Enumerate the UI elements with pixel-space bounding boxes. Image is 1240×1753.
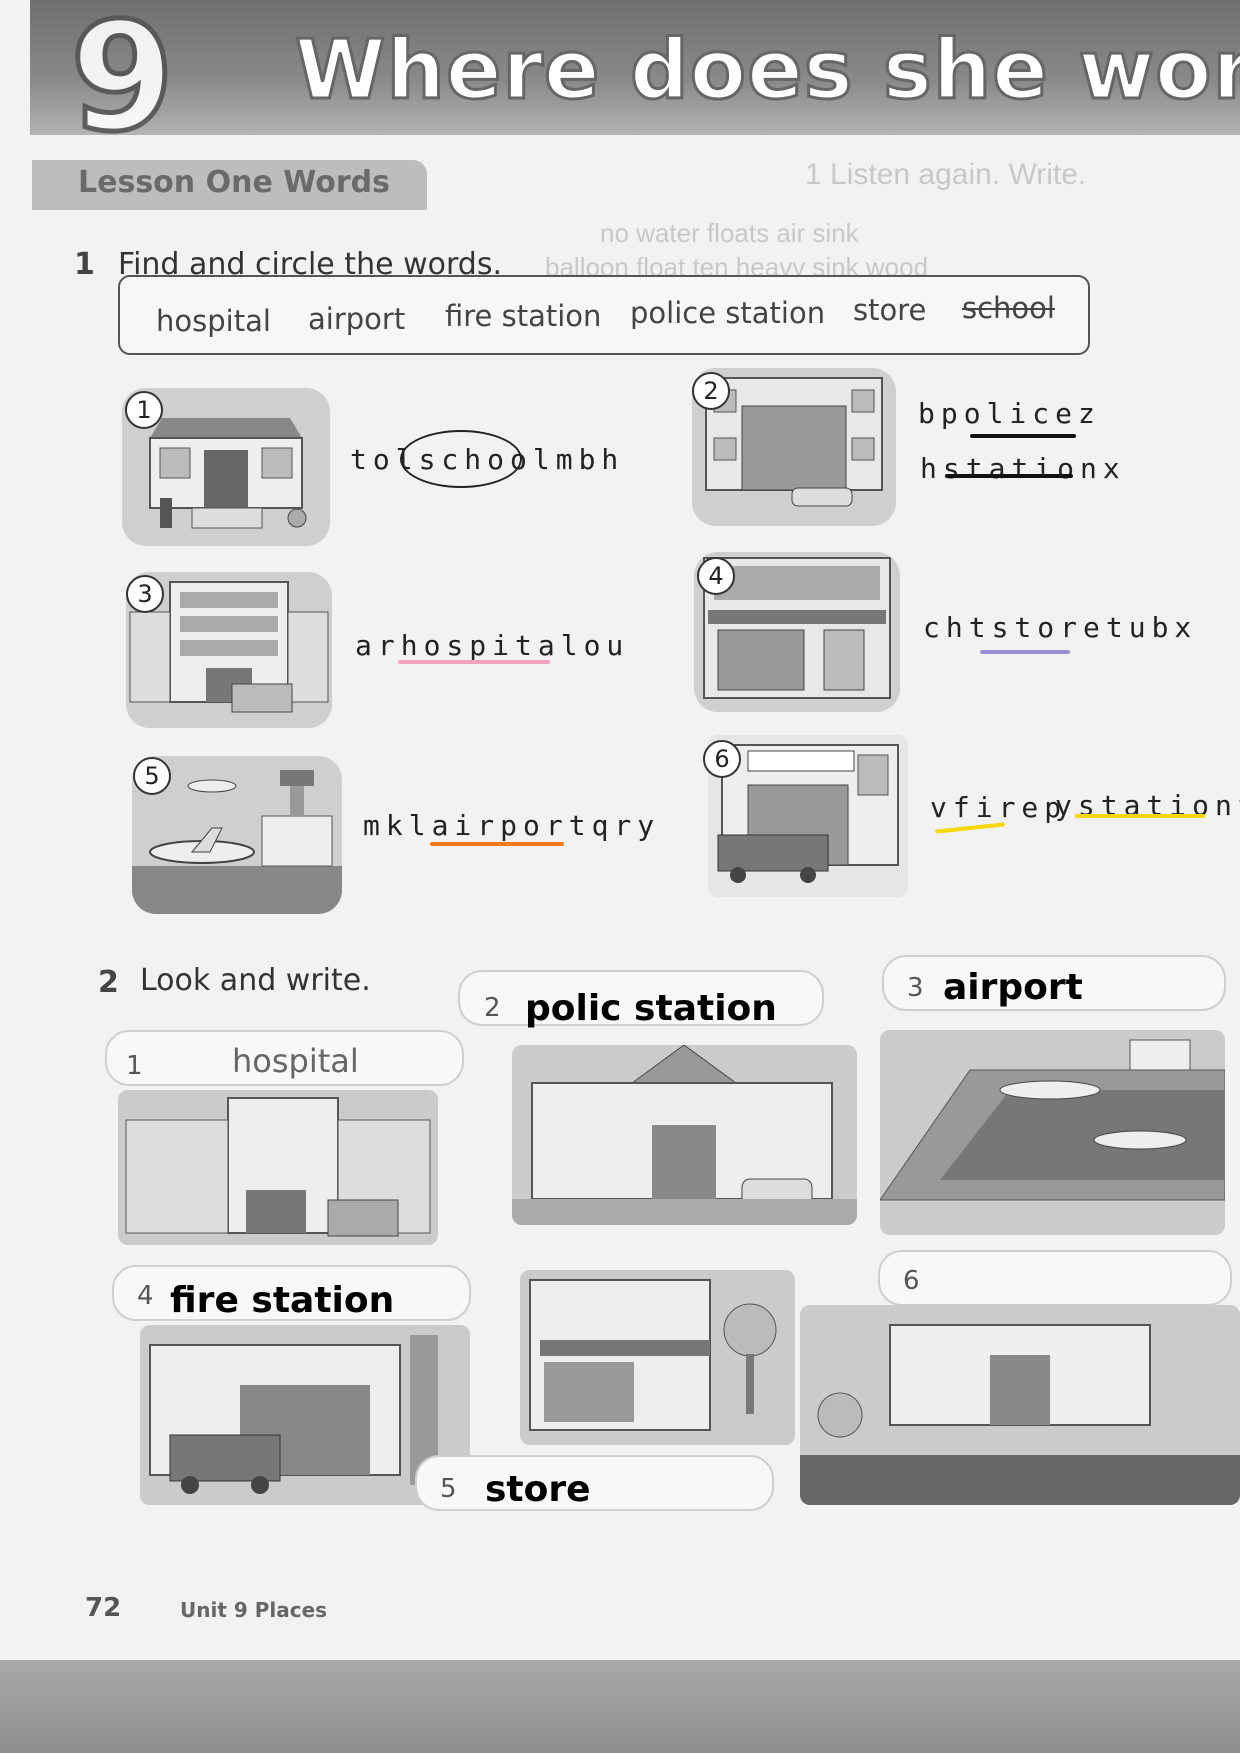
scene-police-station-illustration [512, 1045, 857, 1225]
answer-4-text[interactable]: fire station [170, 1280, 395, 1321]
word-airport: airport [308, 302, 406, 336]
underline-hospital [398, 660, 550, 664]
answer-1-number: 1 [126, 1051, 143, 1081]
answer-2-box [458, 970, 824, 1026]
underline-police [970, 434, 1076, 438]
word-police-station: police station [630, 296, 826, 330]
scan-bottom-edge [0, 1660, 1240, 1753]
item-6-badge: 6 [703, 740, 741, 778]
store-illustration [694, 552, 900, 712]
scene-airport-illustration [880, 1030, 1225, 1235]
fire-station-picture [708, 735, 908, 897]
answer-2-text[interactable]: polic station [525, 988, 777, 1029]
puzzle-5: mklairportqry [363, 809, 661, 842]
puzzle-4: chtstoretubx [923, 611, 1198, 644]
word-school: school [962, 291, 1055, 325]
answer-3-text[interactable]: airport [943, 967, 1083, 1008]
answer-5-number: 5 [440, 1474, 457, 1504]
scene-hospital [118, 1090, 438, 1245]
item-1-badge: 1 [125, 391, 163, 429]
title-banner [30, 0, 1240, 135]
answer-3-number: 3 [907, 973, 924, 1003]
answer-6-number: 6 [903, 1266, 920, 1296]
puzzle-3: arhospitalou [355, 629, 630, 662]
puzzle-2-line-1: bpolicez [918, 397, 1101, 430]
underline-fire [934, 822, 1006, 834]
underline-station [945, 474, 1073, 478]
answer-1-text: hospital [232, 1042, 359, 1080]
answer-5-text[interactable]: store [485, 1469, 591, 1510]
exercise-2-instruction: Look and write. [140, 963, 371, 998]
answer-6-box [878, 1250, 1232, 1306]
puzzle-2-line-2: hstationx [920, 452, 1126, 485]
footer-unit-label: Unit 9 Places [180, 1598, 328, 1622]
scene-police-station [512, 1045, 857, 1225]
word-bank [118, 275, 1090, 355]
word-store: store [853, 293, 927, 327]
lesson-tab [32, 160, 427, 210]
answer-4-number: 4 [137, 1281, 154, 1311]
answer-3-box [882, 955, 1226, 1011]
underline-airport [430, 842, 564, 846]
ghost-row-1: no water floats air sink [600, 218, 859, 248]
exercise-1-number: 1 [74, 247, 95, 282]
underline-store [980, 650, 1070, 654]
scene-store [520, 1270, 795, 1445]
scene-school [800, 1305, 1240, 1505]
item-4-badge: 4 [697, 557, 735, 595]
exercise-2-number: 2 [98, 965, 119, 1000]
item-2-badge: 2 [692, 372, 730, 410]
scene-store-illustration [520, 1270, 795, 1445]
item-3-badge: 3 [126, 575, 164, 613]
exercise-1-instruction: Find and circle the words. [118, 247, 502, 282]
item-5-badge: 5 [133, 757, 171, 795]
answer-1-box [105, 1030, 464, 1086]
school-illustration [122, 388, 330, 546]
page-title: Where does she work? [293, 23, 1240, 118]
unit-number: 9 [68, 0, 177, 165]
puzzle-6-part-a: vfirep [930, 791, 1068, 824]
answer-5-box [415, 1455, 774, 1511]
scene-airport [880, 1030, 1225, 1235]
underline-station-2 [1075, 814, 1205, 818]
page-number: 72 [85, 1593, 122, 1623]
word-hospital: hospital [156, 304, 271, 338]
lesson-label: Lesson One Words [78, 165, 390, 200]
scene-hospital-illustration [118, 1090, 438, 1245]
word-fire-station: fire station [445, 299, 602, 333]
fire-station-illustration [708, 735, 908, 897]
circle-mark-school [400, 430, 522, 488]
scene-school-illustration [800, 1305, 1240, 1505]
answer-2-number: 2 [484, 993, 501, 1023]
ghost-heading: 1 Listen again. Write. [805, 158, 1087, 191]
answer-4-box [112, 1265, 471, 1321]
